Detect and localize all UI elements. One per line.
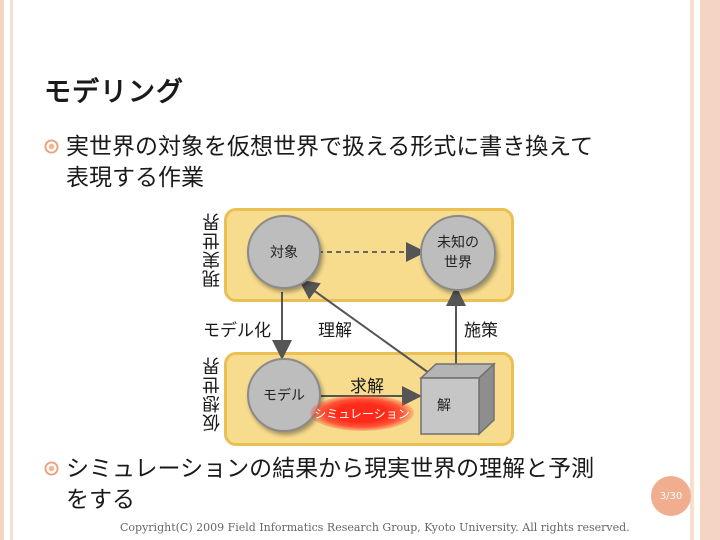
solve-label: 求解 <box>350 372 384 397</box>
copyright-footer: Copyright(C) 2009 Field Informatics Rese… <box>120 521 630 534</box>
measures-label: 施策 <box>464 316 498 341</box>
understanding-label: 理解 <box>318 316 352 341</box>
target-label: 対象 <box>270 242 298 262</box>
solution-label: 解 <box>437 395 451 415</box>
bullet-icon <box>44 461 59 476</box>
simulation-label: シミュレーション <box>314 405 410 422</box>
bullet-text-2: シミュレーションの結果から現実世界の理解と予測をする <box>44 454 604 516</box>
target-node: 対象 <box>247 215 321 289</box>
unknown-world-label: 未知の 世界 <box>437 233 479 273</box>
model-node: モデル <box>247 358 321 432</box>
unknown-world-node: 未知の 世界 <box>420 215 496 291</box>
model-label: モデル <box>263 385 305 405</box>
simulation-badge: シミュレーション <box>310 395 414 431</box>
solution-cube-shape <box>421 364 494 434</box>
modeling-label: モデル化 <box>203 316 271 341</box>
page-number-badge: 3/30 <box>651 476 691 516</box>
bullet-item-2: シミュレーションの結果から現実世界の理解と予測をする <box>44 454 604 516</box>
page-number: 3/30 <box>660 491 682 502</box>
